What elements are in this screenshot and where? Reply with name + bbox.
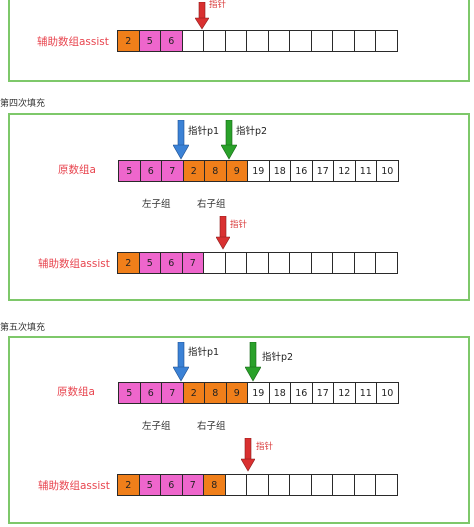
array-cell — [181, 30, 204, 52]
array-cell: 2 — [182, 160, 205, 182]
array-cell: 2 — [182, 382, 205, 404]
array-cell — [332, 30, 355, 52]
array-cell: 9 — [225, 160, 248, 182]
array-cell — [289, 30, 312, 52]
array-cell — [224, 30, 247, 52]
array-cell: 5 — [118, 160, 141, 182]
array-cell: 5 — [138, 30, 161, 52]
array-cell: 17 — [311, 160, 334, 182]
array-cell: 12 — [333, 160, 356, 182]
array-cell — [310, 30, 333, 52]
array-cell — [203, 30, 226, 52]
array-cell — [375, 30, 398, 52]
step5-p1-arrow-icon — [173, 342, 189, 382]
array-cell: 12 — [333, 382, 356, 404]
array-cell — [203, 252, 226, 274]
step4-p2-label: 指针p2 — [236, 126, 268, 137]
step5-pointer-arrow-icon — [241, 438, 255, 472]
array-cell — [375, 252, 398, 274]
array-cell — [246, 252, 269, 274]
array-cell — [267, 252, 290, 274]
array-cell — [310, 252, 333, 274]
array-cell: 2 — [117, 474, 140, 496]
step4-p2-arrow-icon — [221, 120, 237, 160]
step5-pointer-label: 指针 — [256, 442, 274, 452]
array-cell: 19 — [247, 160, 270, 182]
step5-left-group-label: 左子组 — [142, 421, 171, 432]
array-cell — [224, 474, 247, 496]
step5-assist-label: 辅助数组assist — [38, 480, 110, 492]
array-cell: 5 — [138, 474, 161, 496]
array-cell: 7 — [181, 474, 204, 496]
step5-right-group-label: 右子组 — [197, 421, 226, 432]
step4-p1-label: 指针p1 — [188, 126, 220, 137]
array-cell — [267, 30, 290, 52]
array-cell: 11 — [354, 382, 377, 404]
array-cell: 2 — [117, 252, 140, 274]
step5-p2-label: 指针p2 — [262, 352, 294, 363]
array-cell — [353, 252, 376, 274]
top-pointer-arrow-icon — [195, 2, 209, 30]
array-cell — [289, 252, 312, 274]
step4-left-group-label: 左子组 — [142, 199, 171, 210]
array-cell — [267, 474, 290, 496]
array-cell: 7 — [181, 252, 204, 274]
array-cell: 5 — [118, 382, 141, 404]
array-cell — [289, 474, 312, 496]
array-cell: 16 — [290, 160, 313, 182]
array-cell — [353, 30, 376, 52]
step5-p2-arrow-icon — [245, 342, 261, 382]
step4-pointer-label: 指针 — [230, 220, 248, 230]
array-cell: 17 — [311, 382, 334, 404]
array-cell — [310, 474, 333, 496]
array-cell — [332, 474, 355, 496]
array-cell — [332, 252, 355, 274]
array-cell: 10 — [376, 382, 399, 404]
array-cell: 8 — [203, 474, 226, 496]
array-cell: 5 — [138, 252, 161, 274]
array-cell: 10 — [376, 160, 399, 182]
array-cell — [353, 474, 376, 496]
array-cell — [246, 30, 269, 52]
array-cell: 6 — [160, 30, 183, 52]
array-cell: 6 — [160, 252, 183, 274]
step5-p1-label: 指针p1 — [188, 347, 220, 358]
array-cell: 2 — [117, 30, 140, 52]
step5-array-label: 原数组a — [57, 386, 95, 398]
step5-title: 第五次填充 — [0, 323, 46, 333]
array-cell: 9 — [225, 382, 248, 404]
step4-array-label: 原数组a — [58, 164, 96, 176]
step4-pointer-arrow-icon — [216, 216, 230, 250]
top-assist-label: 辅助数组assist — [37, 36, 109, 48]
array-cell — [246, 474, 269, 496]
step4-p1-arrow-icon — [173, 120, 189, 160]
array-cell: 6 — [160, 474, 183, 496]
array-cell: 11 — [354, 160, 377, 182]
array-cell: 6 — [139, 382, 162, 404]
array-cell: 8 — [204, 382, 227, 404]
array-cell: 7 — [161, 160, 184, 182]
array-cell: 8 — [204, 160, 227, 182]
array-cell: 19 — [247, 382, 270, 404]
top-pointer-label: 指针 — [209, 0, 227, 10]
step4-title: 第四次填充 — [0, 99, 46, 109]
step4-right-group-label: 右子组 — [197, 199, 226, 210]
array-cell — [224, 252, 247, 274]
array-cell: 18 — [268, 160, 291, 182]
array-cell: 7 — [161, 382, 184, 404]
array-cell: 6 — [139, 160, 162, 182]
array-cell: 18 — [268, 382, 291, 404]
array-cell — [375, 474, 398, 496]
array-cell: 16 — [290, 382, 313, 404]
step4-assist-label: 辅助数组assist — [38, 258, 110, 270]
